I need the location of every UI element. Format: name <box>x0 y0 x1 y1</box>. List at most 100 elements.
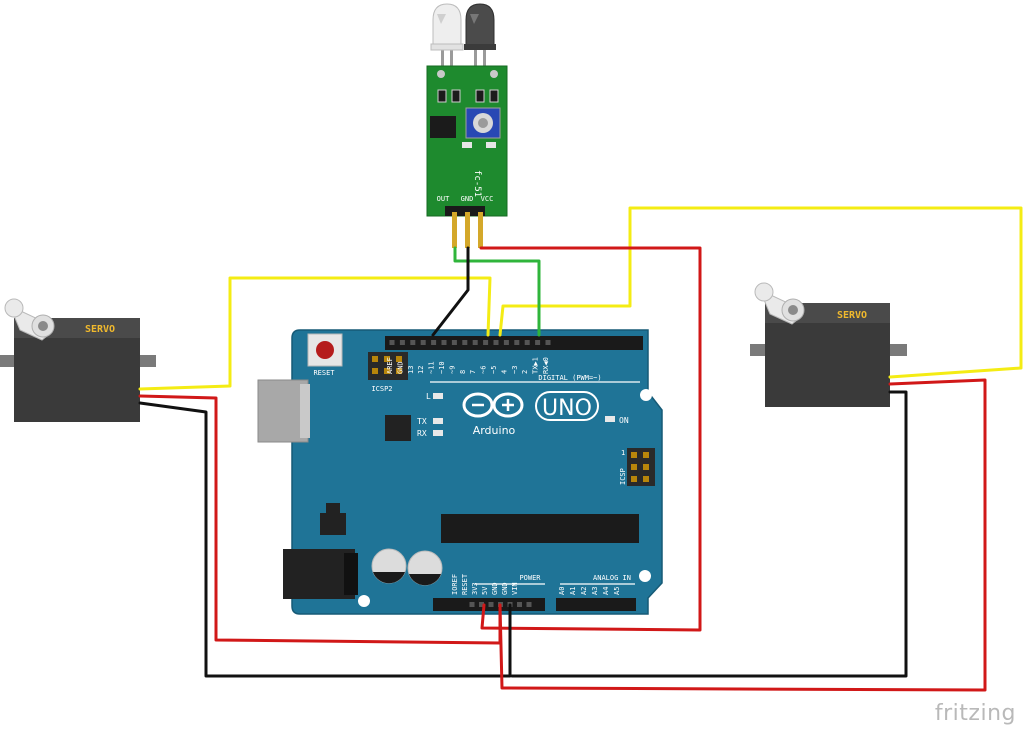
wire-right-servo-signal <box>498 206 1023 379</box>
usb-interface-chip <box>385 415 411 441</box>
servo-left: SERVO <box>0 298 156 422</box>
analog-label: ANALOG IN <box>593 574 631 582</box>
capacitor <box>371 548 407 584</box>
digital-pin-label: 2 <box>521 370 529 374</box>
digital-header-pin <box>399 340 405 345</box>
fritzing-watermark: fritzing <box>934 701 1016 726</box>
digital-pin-label: TX▶1 <box>532 357 540 374</box>
sensor-label: fc-51 <box>472 170 482 197</box>
atmega-chip <box>441 514 639 543</box>
sensor-pin-gnd <box>465 212 470 248</box>
digital-header <box>385 336 643 350</box>
digital-header-pin <box>431 340 437 345</box>
power-pin-label: GND <box>491 582 499 595</box>
digital-pin-label: RX◀0 <box>542 357 550 374</box>
digital-pin-label: ~3 <box>511 366 519 374</box>
digital-header-pin <box>524 340 530 345</box>
icsp2-label: ICSP2 <box>371 385 392 393</box>
sensor-pin-vcc <box>478 212 483 248</box>
wire-sensor-vcc <box>479 246 702 632</box>
led-l <box>433 393 443 399</box>
brand-name: Arduino <box>473 424 516 437</box>
power-pin-label: VIN <box>511 582 519 595</box>
on-label: ON <box>619 416 629 425</box>
mounting-hole <box>358 595 370 607</box>
power-pin-label: IOREF <box>451 574 459 595</box>
voltage-regulator <box>320 513 346 535</box>
sensor-pin-vcc-label: VCC <box>481 195 494 203</box>
digital-header-pin <box>462 340 468 345</box>
icsp2-header <box>368 352 408 380</box>
digital-header-pin <box>389 340 395 345</box>
analog-pin-label: A5 <box>613 587 621 595</box>
power-header-pin <box>526 602 532 607</box>
sensor-pin-out-label: OUT <box>437 195 450 203</box>
digital-pin-label: 12 <box>417 366 425 374</box>
digital-pin-label: ~5 <box>490 366 498 374</box>
digital-header-pin <box>503 340 509 345</box>
power-pin-label: 5V <box>481 586 489 595</box>
analog-pin-label: A3 <box>591 587 599 595</box>
power-pin-label: 3V3 <box>471 582 479 595</box>
digital-header-pin <box>483 340 489 345</box>
led-label-tx: TX <box>417 417 427 426</box>
digital-header-label: DIGITAL (PWM=~) <box>538 374 601 382</box>
power-jack <box>283 549 355 599</box>
model-name: UNO <box>542 396 592 421</box>
analog-pin-label: A4 <box>602 587 610 595</box>
digital-pin-label: ~11 <box>428 361 436 374</box>
digital-pin-label: 4 <box>500 370 508 374</box>
analog-pin-label: A1 <box>569 587 577 595</box>
digital-header-pin <box>420 340 426 345</box>
digital-header-pins <box>389 340 551 345</box>
icsp-header <box>627 448 655 486</box>
digital-pin-label: GND <box>396 361 404 374</box>
reset-button-cap <box>316 341 334 359</box>
led-label-l: L <box>426 392 431 401</box>
digital-pin-label: 7 <box>469 370 477 374</box>
digital-header-pin <box>451 340 457 345</box>
analog-pin-label: A2 <box>580 587 588 595</box>
ir-sensor-module: fc-51 OUT GND VCC <box>426 3 508 248</box>
wires <box>138 206 1023 692</box>
ir-receiver-led <box>465 3 495 49</box>
digital-pin-label: ~9 <box>448 366 456 374</box>
power-pin-label: RESET <box>461 573 469 595</box>
power-header-pin <box>479 602 484 607</box>
power-header-pin <box>488 602 494 607</box>
uno-badge <box>535 391 599 421</box>
servo-left-horn <box>4 298 55 341</box>
led-label-rx: RX <box>417 429 427 438</box>
digital-header-pin <box>441 340 447 345</box>
icsp-label: ICSP <box>619 468 627 485</box>
digital-header-pin <box>410 340 416 345</box>
icsp-pin-one: 1 <box>621 449 625 457</box>
servo-right: SERVO <box>750 282 907 407</box>
comparator-chip <box>430 116 456 138</box>
wire-left-servo-signal <box>138 276 492 391</box>
wire-sensor-ground <box>431 246 470 337</box>
sensor-pcb <box>426 65 508 217</box>
wire-right-servo-power <box>498 378 987 692</box>
digital-header-pin <box>514 340 520 345</box>
servo-right-horn <box>754 282 805 325</box>
servo-right-label: SERVO <box>837 310 867 321</box>
digital-pin-label: ~6 <box>480 366 488 374</box>
led-tx <box>433 418 443 424</box>
analog-pin-label: A0 <box>558 587 566 595</box>
digital-header-pin <box>535 340 541 345</box>
digital-header-pin <box>472 340 478 345</box>
led-on <box>605 416 615 422</box>
capacitor <box>407 550 443 586</box>
digital-pin-label: AREF <box>386 357 394 374</box>
led-rx <box>433 430 443 436</box>
analog-header <box>556 598 636 611</box>
wire-sensor-out <box>453 246 541 337</box>
digital-pin-label: 8 <box>459 370 467 374</box>
